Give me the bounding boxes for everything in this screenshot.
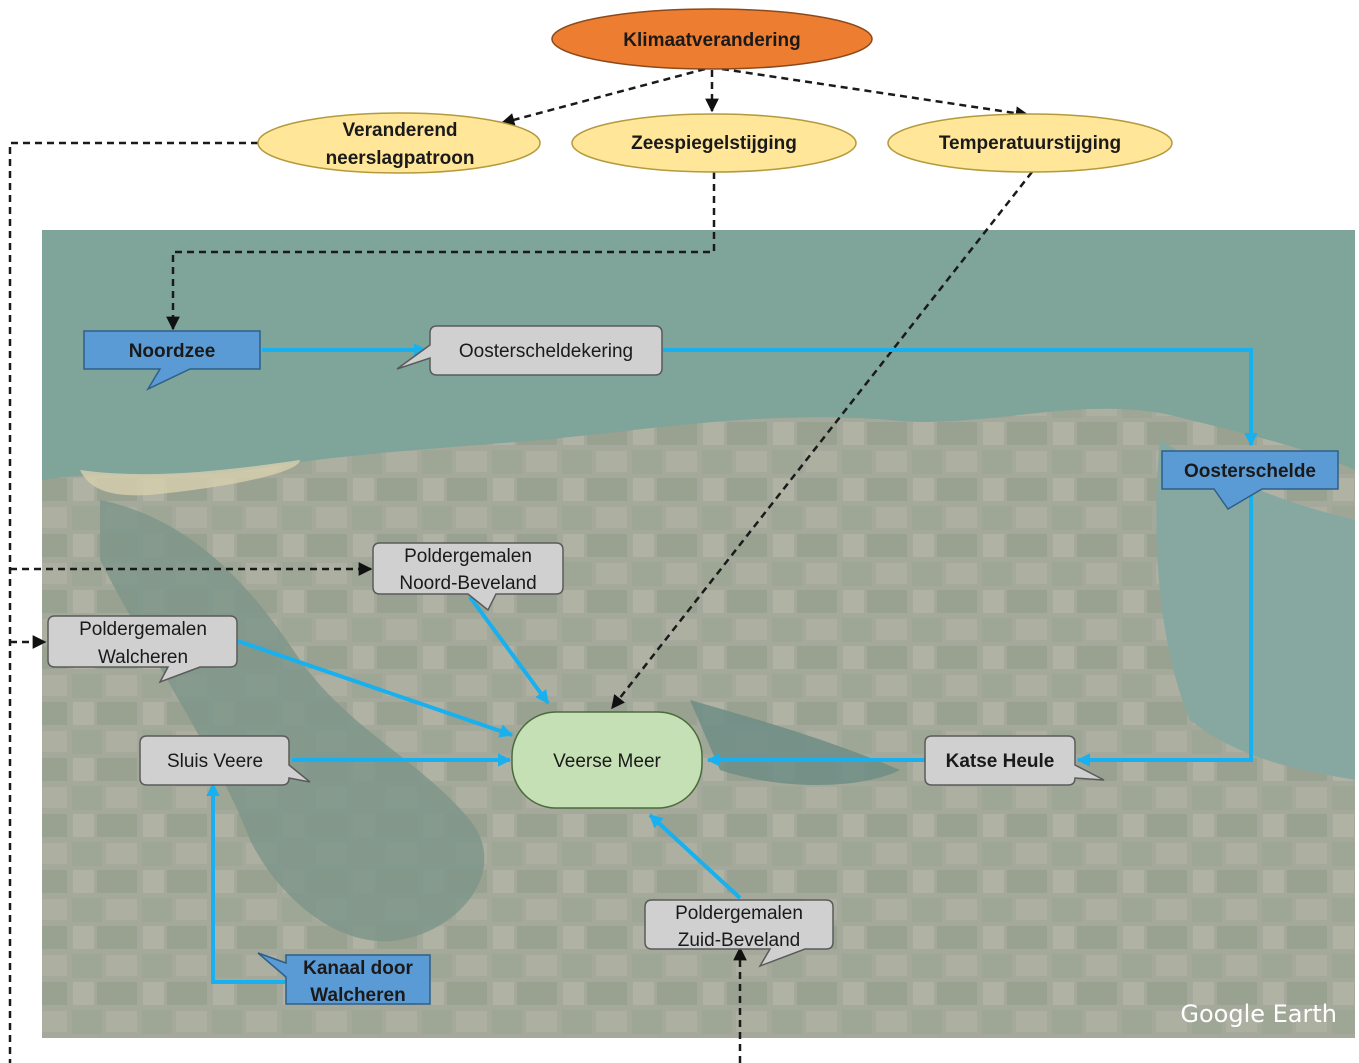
- pg-walcheren-label-line1: Poldergemalen: [79, 619, 207, 640]
- node-veerse-meer: Veerse Meer: [511, 711, 703, 809]
- node-kanaal-door-walcheren: Kanaal door Walcheren: [257, 952, 431, 1006]
- oosterscheldekering-label: Oosterscheldekering: [459, 341, 633, 362]
- precipitation-label-line2: neerslagpatroon: [326, 148, 475, 169]
- pg-walcheren-label-line2: Walcheren: [98, 647, 188, 668]
- flow-kanaal-to-sluis-veere: [206, 782, 285, 984]
- katse-heule-label: Katse Heule: [946, 751, 1055, 772]
- veerse-meer-label: Veerse Meer: [553, 751, 661, 772]
- flow-pg-noord-to-veerse-meer: [468, 595, 550, 705]
- node-sluis-veere: Sluis Veere: [139, 735, 311, 786]
- node-klimaatverandering: Klimaatverandering: [551, 8, 873, 70]
- node-oosterscheldekering: Oosterscheldekering: [396, 325, 663, 376]
- map-credit: Google Earth: [1180, 1000, 1337, 1028]
- kanaal-label-line1: Kanaal door: [303, 958, 413, 979]
- node-temperatuurstijging: Temperatuurstijging: [887, 113, 1173, 173]
- arrow-root-to-temperature: [721, 67, 1030, 120]
- node-katse-heule: Katse Heule: [924, 735, 1105, 786]
- node-noordzee: Noordzee: [83, 330, 261, 391]
- aerial-map: [42, 230, 1355, 1038]
- pg-zuid-label-line1: Poldergemalen: [675, 903, 803, 924]
- precipitation-label-line1: Veranderend: [342, 120, 457, 141]
- sluis-veere-label: Sluis Veere: [167, 751, 263, 772]
- arrow-sealevel-to-noordzee: [166, 172, 716, 331]
- node-poldergemalen-noord-beveland: Poldergemalen Noord-Beveland: [372, 542, 564, 612]
- temperature-label: Temperatuurstijging: [939, 133, 1121, 154]
- node-poldergemalen-zuid-beveland: Poldergemalen Zuid-Beveland: [644, 899, 834, 968]
- node-oosterschelde: Oosterschelde: [1161, 450, 1339, 510]
- kanaal-label-line2: Walcheren: [310, 985, 405, 1006]
- flow-pg-zuid-to-veerse-meer: [648, 813, 742, 900]
- klimaatverandering-label: Klimaatverandering: [623, 30, 800, 51]
- sea-level-label: Zeespiegelstijging: [631, 133, 797, 154]
- pg-zuid-label-line2: Zuid-Beveland: [678, 930, 801, 951]
- arrow-temperature-to-veerse-meer: [611, 171, 1033, 710]
- dashed-influence-arrows: [8, 67, 1033, 1063]
- node-poldergemalen-walcheren: Poldergemalen Walcheren: [47, 615, 238, 684]
- noordzee-label: Noordzee: [129, 341, 216, 362]
- oosterschelde-label: Oosterschelde: [1184, 461, 1316, 482]
- pg-noord-label-line1: Poldergemalen: [404, 546, 532, 567]
- node-veranderend-neerslagpatroon: Veranderend neerslagpatroon: [257, 112, 541, 174]
- flow-kering-to-oosterschelde: [663, 348, 1258, 447]
- flow-pg-walcheren-to-veerse-meer: [237, 639, 514, 738]
- water-flow-arrows: [206, 343, 1258, 984]
- flow-oosterschelde-to-katse-heule: [1076, 490, 1253, 767]
- pg-noord-label-line2: Noord-Beveland: [399, 573, 536, 594]
- node-zeespiegelstijging: Zeespiegelstijging: [571, 113, 857, 173]
